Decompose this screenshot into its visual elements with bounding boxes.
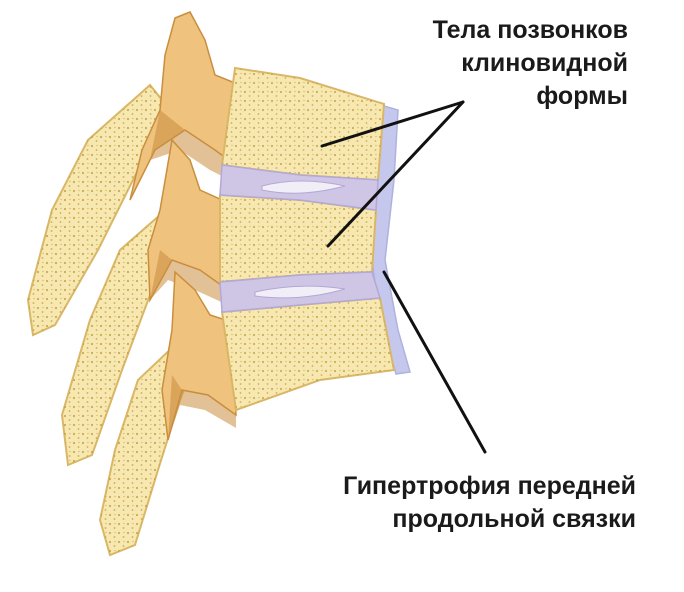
label-wedge-vertebrae-line-3: формы (536, 82, 628, 110)
disc-nucleus-lower (254, 285, 346, 299)
label-ligament-hypertrophy: Гипертрофия передней продольной связки (343, 470, 636, 536)
intervertebral-discs (219, 164, 381, 313)
disc-nucleus-upper (261, 180, 346, 194)
label-wedge-vertebrae-line-1: Тела позвонков (432, 16, 628, 44)
leader-line-ligament (382, 270, 487, 454)
leader-lines (320, 100, 487, 454)
leader-line-upper-body (320, 100, 465, 148)
label-ligament-hypertrophy-line-1: Гипертрофия передней (343, 472, 636, 500)
vertebral-arches (129, 11, 243, 441)
label-wedge-vertebrae: Тела позвонков клиновидной формы (433, 14, 628, 113)
vertebral-bodies (219, 66, 396, 412)
leader-line-middle-body (326, 100, 465, 248)
label-wedge-vertebrae-line-2: клиновидной (461, 49, 628, 77)
label-ligament-hypertrophy-line-2: продольной связки (392, 505, 636, 533)
